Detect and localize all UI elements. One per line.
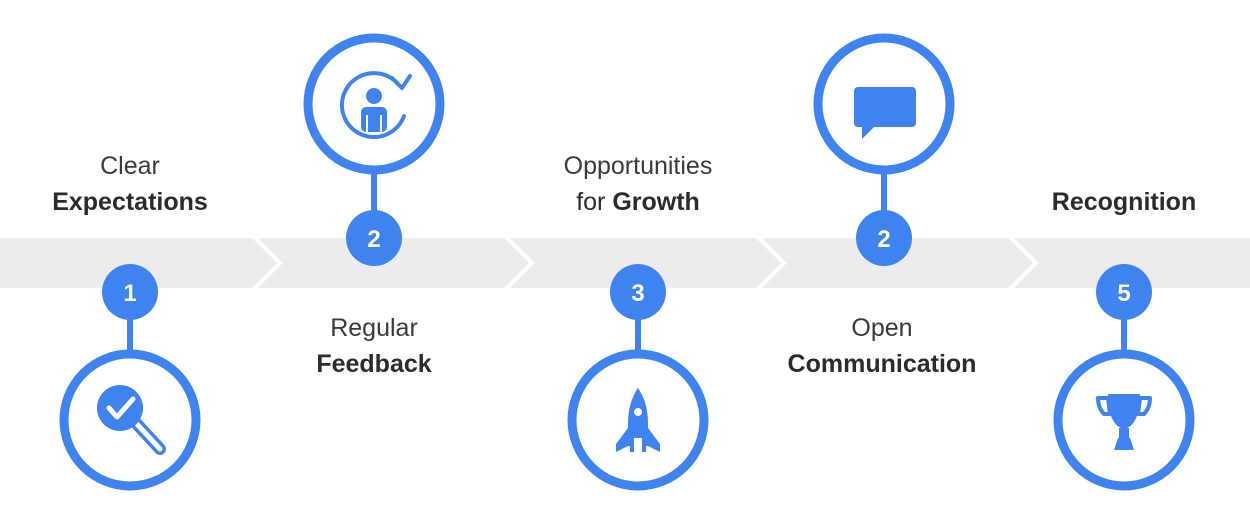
step-5-label: Recognition [994, 184, 1250, 220]
step-3: 3 [567, 264, 709, 491]
step-3-label: Opportunities for Growth [508, 148, 768, 220]
step-3-label-prefix: for [576, 188, 613, 216]
step-1-label-line1: Clear [100, 152, 160, 180]
band-segment-1 [0, 238, 277, 288]
band-segment-2 [258, 238, 529, 288]
step-4-number: 2 [877, 226, 890, 253]
trophy-icon [1096, 394, 1152, 450]
rocket-icon [616, 388, 660, 452]
step-3-label-second-line: for Growth [576, 188, 700, 216]
band-segment-4 [762, 238, 1033, 288]
step-2-number: 2 [367, 226, 380, 253]
step-4-label-bold: Communication [787, 350, 977, 378]
step-3-number-badge [610, 264, 666, 320]
step-2-label-bold: Feedback [316, 350, 432, 378]
person-refresh-icon [339, 71, 412, 140]
step-2-label: Regular Feedback [244, 310, 504, 382]
step-3-number: 3 [631, 280, 644, 307]
step-5-number-badge [1096, 264, 1152, 320]
step-4-label: Open Communication [752, 310, 1012, 382]
step-2: 2 [303, 33, 445, 266]
step-1-label: Clear Expectations [0, 148, 260, 220]
step-4-number-badge [856, 210, 912, 266]
band-segment-5 [1014, 238, 1250, 288]
step-5-number: 5 [1117, 280, 1130, 307]
step-1-number: 1 [123, 280, 136, 307]
chevron-band [0, 238, 1250, 288]
step-4: 2 [813, 33, 955, 266]
step-1: 1 [59, 264, 201, 491]
step-5-label-bold: Recognition [1051, 188, 1197, 216]
step-4-label-line1: Open [851, 314, 913, 342]
step-3-label-bold: Growth [612, 188, 700, 216]
step-2-number-badge [346, 210, 402, 266]
step-1-number-badge [102, 264, 158, 320]
step-5: 5 [1053, 264, 1195, 491]
step-1-label-bold: Expectations [52, 188, 208, 216]
chat-bubble-icon [854, 87, 916, 139]
magnifier-check-icon [97, 385, 166, 455]
step-2-label-line1: Regular [330, 314, 418, 342]
step-3-label-line1: Opportunities [563, 152, 713, 180]
band-segment-3 [510, 238, 781, 288]
